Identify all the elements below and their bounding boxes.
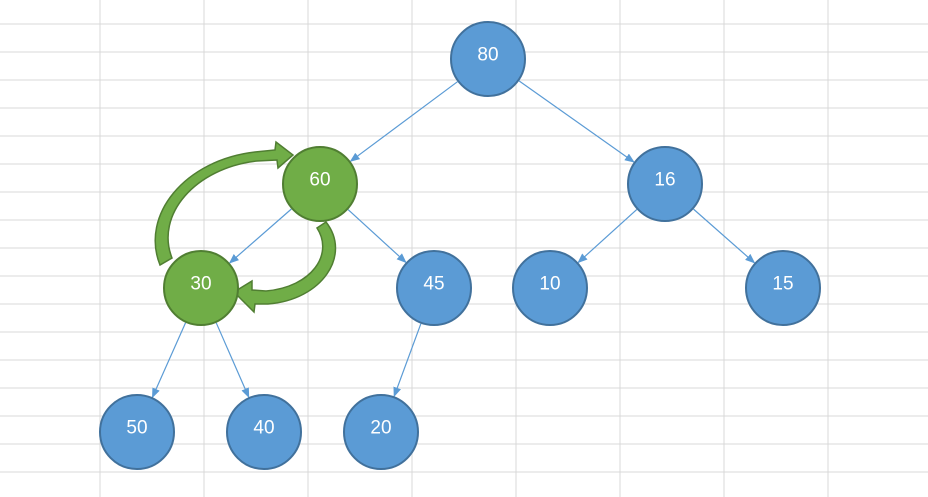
tree-node-15: 15: [745, 250, 821, 326]
edge-n30-n50: [151, 322, 187, 399]
node-circle: [99, 394, 175, 470]
tree-node-45: 45: [396, 250, 472, 326]
swap-arrow-down: [232, 220, 337, 314]
node-circle: [396, 250, 472, 326]
edge-n16-n15: [693, 208, 756, 264]
node-circle: [745, 250, 821, 326]
edge-n45-n20: [393, 323, 422, 398]
edge-n60-n30: [228, 208, 292, 264]
swap-arrows-icon: [154, 140, 337, 314]
node-label: 15: [772, 274, 793, 295]
swap-arrow-up: [154, 140, 295, 267]
node-circle: [163, 250, 239, 326]
node-circle: [343, 394, 419, 470]
node-circle: [226, 394, 302, 470]
node-label: 10: [539, 274, 560, 295]
tree-node-50: 50: [99, 394, 175, 470]
tree-node-10: 10: [512, 250, 588, 326]
node-circle: [512, 250, 588, 326]
node-label: 20: [370, 418, 391, 439]
tree-node-20: 20: [343, 394, 419, 470]
edge-n80-n60: [349, 81, 458, 162]
edge-n30-n40: [215, 322, 250, 399]
node-label: 30: [190, 274, 211, 295]
node-label: 45: [423, 274, 444, 295]
tree-edges: [151, 80, 756, 399]
node-label: 16: [654, 170, 675, 191]
node-circle: [627, 146, 703, 222]
tree-nodes: 80 60 16 30 45 10 15 50 40 20: [99, 21, 821, 470]
node-circle: [450, 21, 526, 97]
edge-n16-n10: [577, 209, 638, 264]
tree-node-40: 40: [226, 394, 302, 470]
tree-node-60: 60: [282, 146, 358, 222]
tree-node-30: 30: [163, 250, 239, 326]
node-label: 60: [309, 170, 330, 191]
node-label: 40: [253, 418, 274, 439]
edge-n80-n16: [518, 80, 635, 163]
node-label: 50: [126, 418, 147, 439]
node-circle: [282, 146, 358, 222]
tree-node-80: 80: [450, 21, 526, 97]
edge-n60-n45: [347, 209, 407, 264]
tree-node-16: 16: [627, 146, 703, 222]
node-label: 80: [477, 45, 498, 66]
